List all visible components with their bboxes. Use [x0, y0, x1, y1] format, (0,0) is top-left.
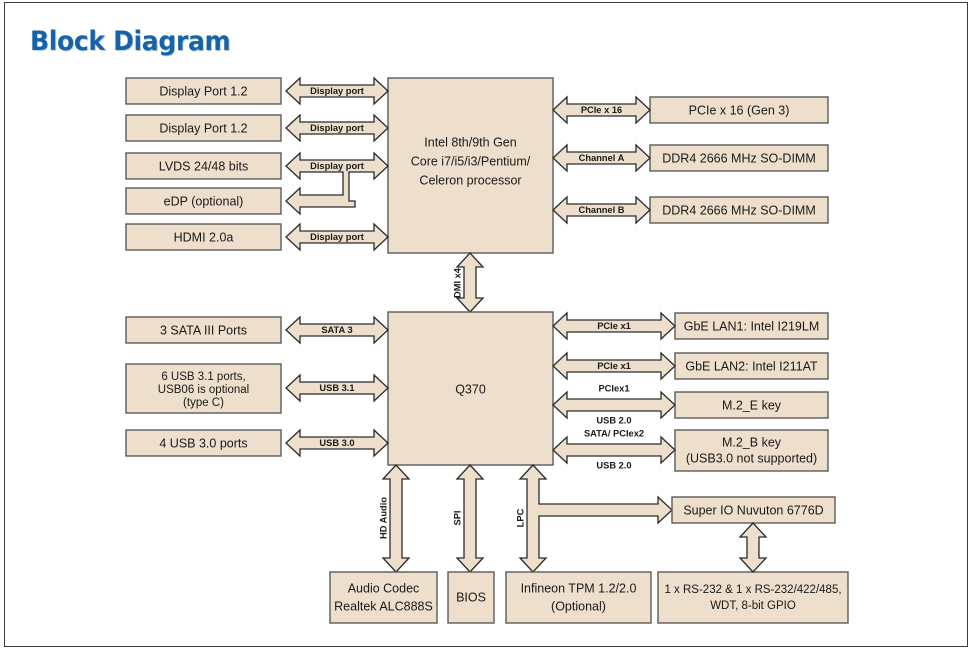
- block-label-line1: 6 USB 3.1 ports,: [161, 371, 245, 383]
- arrow-label: Channel A: [579, 153, 625, 163]
- block-label: M.2_E key: [722, 398, 782, 412]
- block-label: LVDS 24/48 bits: [159, 159, 248, 173]
- block-label-line1: Intel 8th/9th Gen: [424, 135, 516, 149]
- block-lvds: LVDS 24/48 bits: [125, 152, 282, 180]
- page-border: [4, 2, 968, 647]
- arrow-superio-serial: [738, 522, 768, 573]
- page-title: Block Diagram: [30, 26, 231, 57]
- arrow-cpu-pcie16: PCIe x 16: [552, 95, 651, 125]
- block-ddr4-channel-a: DDR4 2666 MHz SO-DIMM: [649, 144, 829, 172]
- arrow-label: HD Audio: [378, 497, 388, 539]
- block-label: Display Port 1.2: [159, 84, 247, 98]
- block-label: BIOS: [456, 590, 486, 604]
- arrow-label: SATA 3: [321, 325, 352, 335]
- block-label-line1: M.2_B key: [722, 435, 782, 449]
- arrow-pch-m2e: PCIex1 USB 2.0: [552, 383, 676, 425]
- arrow-label: DMI x4: [452, 267, 462, 298]
- block-gbe-lan2: GbE LAN2: Intel I211AT: [674, 352, 829, 380]
- block-label-line1: 1 x RS-232 & 1 x RS-232/422/485,: [664, 584, 841, 596]
- block-label-line1: Audio Codec: [348, 581, 420, 595]
- block-pch-q370: Q370: [387, 311, 554, 466]
- arrow-pch-lan2: PCIe x1: [552, 351, 676, 381]
- block-usb30-ports: 4 USB 3.0 ports: [125, 429, 282, 457]
- block-serial-gpio: 1 x RS-232 & 1 x RS-232/422/485, WDT, 8-…: [657, 571, 849, 624]
- arrow-label-bottom: USB 2.0: [596, 415, 631, 425]
- block-audio-codec: Audio Codec Realtek ALC888S: [329, 571, 438, 624]
- block-label: Super IO Nuvuton 6776D: [683, 503, 823, 517]
- block-label: DDR4 2666 MHz SO-DIMM: [662, 151, 816, 165]
- block-gbe-lan1: GbE LAN1: Intel I219LM: [674, 312, 829, 340]
- arrow-usb30-pch: USB 3.0: [285, 428, 389, 458]
- arrow-cpu-ddr4a: Channel A: [552, 143, 651, 173]
- block-label-line1: Infineon TPM 1.2/2.0: [521, 581, 637, 595]
- arrow-hdmi-cpu: Display port: [285, 222, 389, 252]
- block-label-line2: (USB3.0 not supported): [686, 451, 817, 465]
- block-usb31-ports: 6 USB 3.1 ports, USB06 is optional (type…: [125, 363, 282, 414]
- arrow-label: LPC: [515, 508, 525, 527]
- block-label-line2: WDT, 8-bit GPIO: [710, 600, 796, 612]
- arrow-cpu-ddr4b: Channel B: [552, 195, 651, 225]
- arrow-label-bottom: USB 2.0: [596, 460, 631, 470]
- block-cpu: Intel 8th/9th Gen Core i7/i5/i3/Pentium/…: [387, 77, 554, 254]
- arrow-label: PCIe x 16: [581, 105, 622, 115]
- arrow-cpu-pch-dmi: DMI x4: [452, 252, 485, 313]
- arrow-label: Display port: [310, 123, 364, 133]
- arrow-label: Display port: [310, 161, 364, 171]
- arrow-label: Channel B: [579, 205, 625, 215]
- arrow-label: Display port: [310, 232, 364, 242]
- block-m2-b-key: M.2_B key (USB3.0 not supported): [674, 429, 829, 472]
- block-label-line2: USB06 is optional: [158, 384, 249, 396]
- arrow-label: PCIe x1: [597, 321, 631, 331]
- arrow-pch-tpm-lpc: LPC: [515, 464, 673, 573]
- block-m2-e-key: M.2_E key: [674, 391, 829, 419]
- block-label: PCIe x 16 (Gen 3): [689, 103, 790, 117]
- arrow-label-top: PCIex1: [598, 383, 629, 393]
- arrow-dp2-cpu: Display port: [285, 113, 389, 143]
- arrow-pch-lan1: PCIe x1: [552, 311, 676, 341]
- arrow-dp1-cpu: Display port: [285, 76, 389, 106]
- block-label: GbE LAN1: Intel I219LM: [684, 319, 820, 333]
- block-bios: BIOS: [447, 571, 495, 624]
- block-label: Display Port 1.2: [159, 121, 247, 135]
- block-label-line2: Realtek ALC888S: [334, 599, 433, 613]
- block-label: eDP (optional): [164, 194, 244, 208]
- block-tpm: Infineon TPM 1.2/2.0 (Optional): [505, 571, 652, 624]
- block-ddr4-channel-b: DDR4 2666 MHz SO-DIMM: [649, 196, 829, 224]
- block-label-line2: (Optional): [551, 599, 606, 613]
- block-display-port-2: Display Port 1.2: [125, 114, 282, 142]
- arrow-label: Display port: [310, 86, 364, 96]
- arrow-label: PCIe x1: [597, 361, 631, 371]
- arrow-pch-m2b: SATA/ PCIex2 USB 2.0: [552, 428, 676, 470]
- arrow-usb31-pch: USB 3.1: [285, 373, 389, 403]
- block-label-line2: Core i7/i5/i3/Pentium/: [411, 154, 531, 168]
- arrow-pch-bios: SPI: [452, 464, 485, 573]
- arrow-sata-pch: SATA 3: [285, 315, 389, 345]
- arrow-pch-audio: HD Audio: [378, 464, 411, 573]
- block-label: 3 SATA III Ports: [160, 323, 247, 337]
- arrow-label-top: SATA/ PCIex2: [584, 428, 644, 438]
- arrow-label: USB 3.0: [319, 438, 354, 448]
- block-label-line3: Celeron processor: [419, 173, 521, 187]
- block-label: GbE LAN2: Intel I211AT: [685, 359, 818, 373]
- block-label-line3: (type C): [183, 397, 224, 409]
- block-label: Q370: [455, 382, 486, 396]
- block-display-port-1: Display Port 1.2: [125, 77, 282, 105]
- arrow-lvds-edp-cpu: Display port: [285, 151, 389, 216]
- block-pcie-x16: PCIe x 16 (Gen 3): [649, 96, 829, 124]
- block-hdmi: HDMI 2.0a: [125, 223, 282, 251]
- arrow-label: SPI: [452, 511, 462, 526]
- block-label: DDR4 2666 MHz SO-DIMM: [662, 203, 816, 217]
- block-sata-ports: 3 SATA III Ports: [125, 316, 282, 344]
- block-label: HDMI 2.0a: [174, 230, 234, 244]
- block-label: 4 USB 3.0 ports: [159, 436, 247, 450]
- arrow-label: USB 3.1: [319, 383, 354, 393]
- block-edp: eDP (optional): [125, 187, 282, 215]
- block-super-io: Super IO Nuvuton 6776D: [671, 496, 836, 524]
